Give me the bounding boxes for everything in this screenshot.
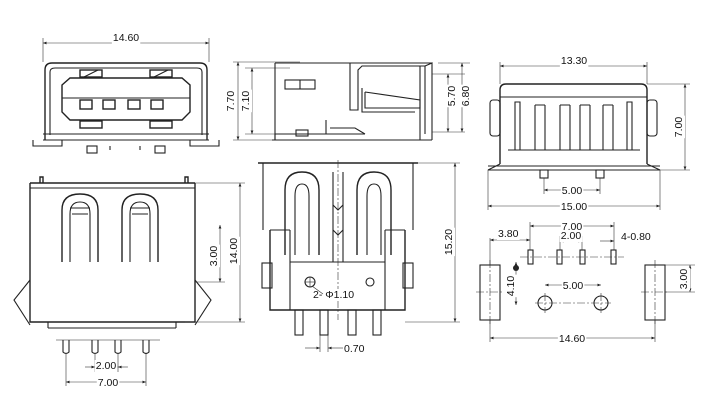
dim-side-right-b: 6.80 (460, 86, 472, 107)
front-view: 14.60 (32, 32, 220, 154)
dim-front-pin-pitch: 2.00 (96, 360, 117, 372)
bottom-view: 2- Φ1.10 15.20 0.70 (258, 160, 460, 355)
dim-side-height-inner: 7.10 (240, 91, 252, 112)
pcb-layout: 7.00 3.80 2.00 4-0.80 4.10 (476, 221, 695, 345)
dim-pcb-row-offset: 4.10 (505, 276, 517, 297)
dim-rear-height: 7.00 (673, 117, 685, 138)
dim-rear-width: 13.30 (561, 55, 587, 67)
dim-side-height-outer: 7.70 (225, 91, 237, 112)
dim-front-pin-span: 7.00 (98, 377, 119, 389)
dim-front-total-height: 14.00 (228, 238, 240, 264)
dim-pcb-pin-holes: 4-0.80 (621, 231, 651, 243)
dim-bottom-length: 15.20 (443, 229, 455, 255)
dim-pcb-offset: 3.80 (498, 228, 519, 240)
dim-pcb-pin-pitch: 2.00 (561, 230, 582, 242)
dim-bottom-hole: 2- Φ1.10 (313, 289, 354, 301)
rear-view: 13.30 7.00 5.00 15.00 (487, 55, 690, 213)
dim-rear-base-width: 15.00 (561, 201, 587, 213)
dim-bottom-pin-width: 0.70 (344, 343, 365, 355)
dim-front-body-height: 3.00 (208, 246, 220, 267)
side-view: 7.70 7.10 5.70 6.80 (225, 61, 472, 141)
dim-pcb-slot-height: 3.00 (678, 269, 690, 290)
dim-side-right-a: 5.70 (446, 86, 458, 107)
dim-rear-pin-pitch: 5.00 (562, 185, 583, 197)
top-view: 3.00 14.00 2.00 7.00 (13, 176, 245, 389)
dim-front-width: 14.60 (113, 32, 139, 44)
dim-pcb-total-width: 14.60 (559, 333, 585, 345)
dim-pcb-post-spacing: 5.00 (563, 280, 584, 292)
